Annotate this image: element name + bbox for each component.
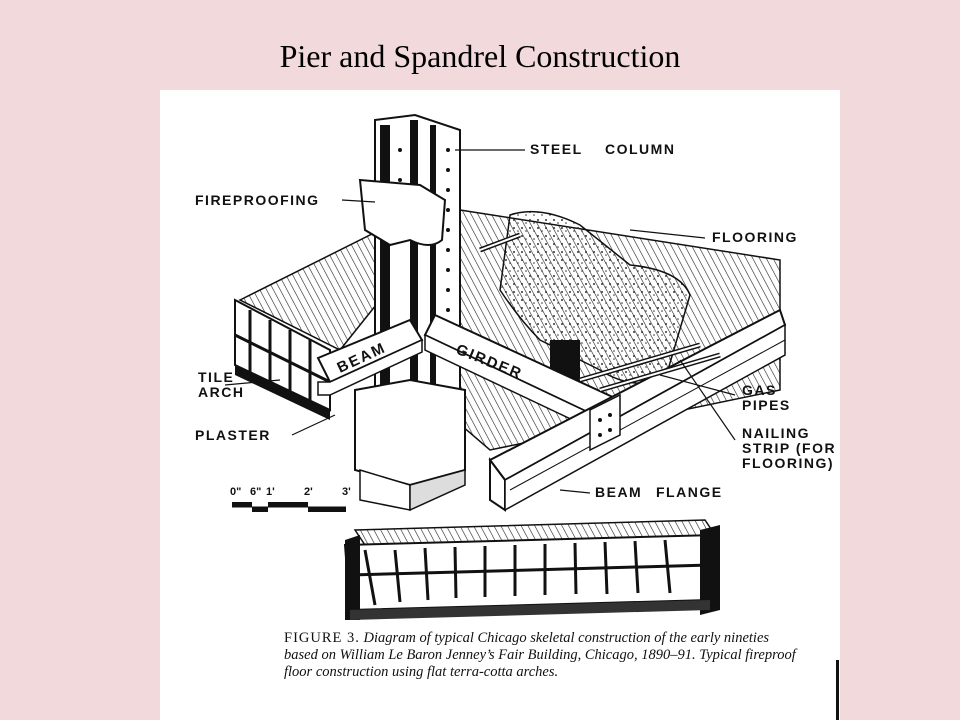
beam-flange: [488, 308, 787, 512]
floor-section: [343, 519, 720, 620]
gas-pipes: [479, 232, 721, 393]
leader-lines: [224, 149, 736, 494]
label-pipes: PIPES: [742, 397, 791, 413]
label-column: COLUMN: [605, 141, 675, 157]
scale-tick-2ft: 2': [304, 486, 313, 498]
fireproofing-wrap: [358, 178, 447, 247]
figure-panel: BEAM GIRDER: [160, 90, 840, 720]
scale-tick-1ft: 1': [266, 486, 275, 498]
label-strip-for: STRIP (FOR: [742, 440, 836, 456]
scale-tick-3ft: 3': [342, 486, 351, 498]
label-tile: TILE: [198, 369, 234, 385]
label-steel: STEEL: [530, 141, 583, 157]
steel-column: [374, 113, 461, 422]
scale-bar: 0" 6" 1' 2' 3': [230, 486, 351, 512]
pier: [354, 378, 466, 512]
slide-title: Pier and Spandrel Construction: [279, 38, 681, 74]
caption-text: Diagram of typical Chicago skeletal cons…: [284, 630, 796, 680]
label-flooring-paren: FLOORING): [742, 455, 834, 471]
label-gas: GAS: [742, 382, 777, 398]
panel-edge-rule: [836, 660, 839, 720]
label-beam-flange-2: FLANGE: [656, 484, 723, 500]
scale-tick-0: 0": [230, 486, 241, 498]
tile-arch-block: [234, 298, 331, 420]
construction-diagram: BEAM GIRDER: [195, 113, 836, 620]
label-nailing: NAILING: [742, 425, 810, 441]
label-flooring: FLOORING: [712, 229, 798, 245]
scale-tick-6in: 6": [250, 486, 261, 498]
figure-caption: FIGURE 3. Diagram of typical Chicago ske…: [284, 630, 804, 681]
label-arch: ARCH: [198, 384, 244, 400]
label-beam-flange-1: BEAM: [595, 484, 642, 500]
label-fireproofing: FIREPROOFING: [195, 192, 320, 208]
caption-figure-label: FIGURE 3.: [284, 630, 360, 646]
label-plaster: PLASTER: [195, 427, 271, 443]
